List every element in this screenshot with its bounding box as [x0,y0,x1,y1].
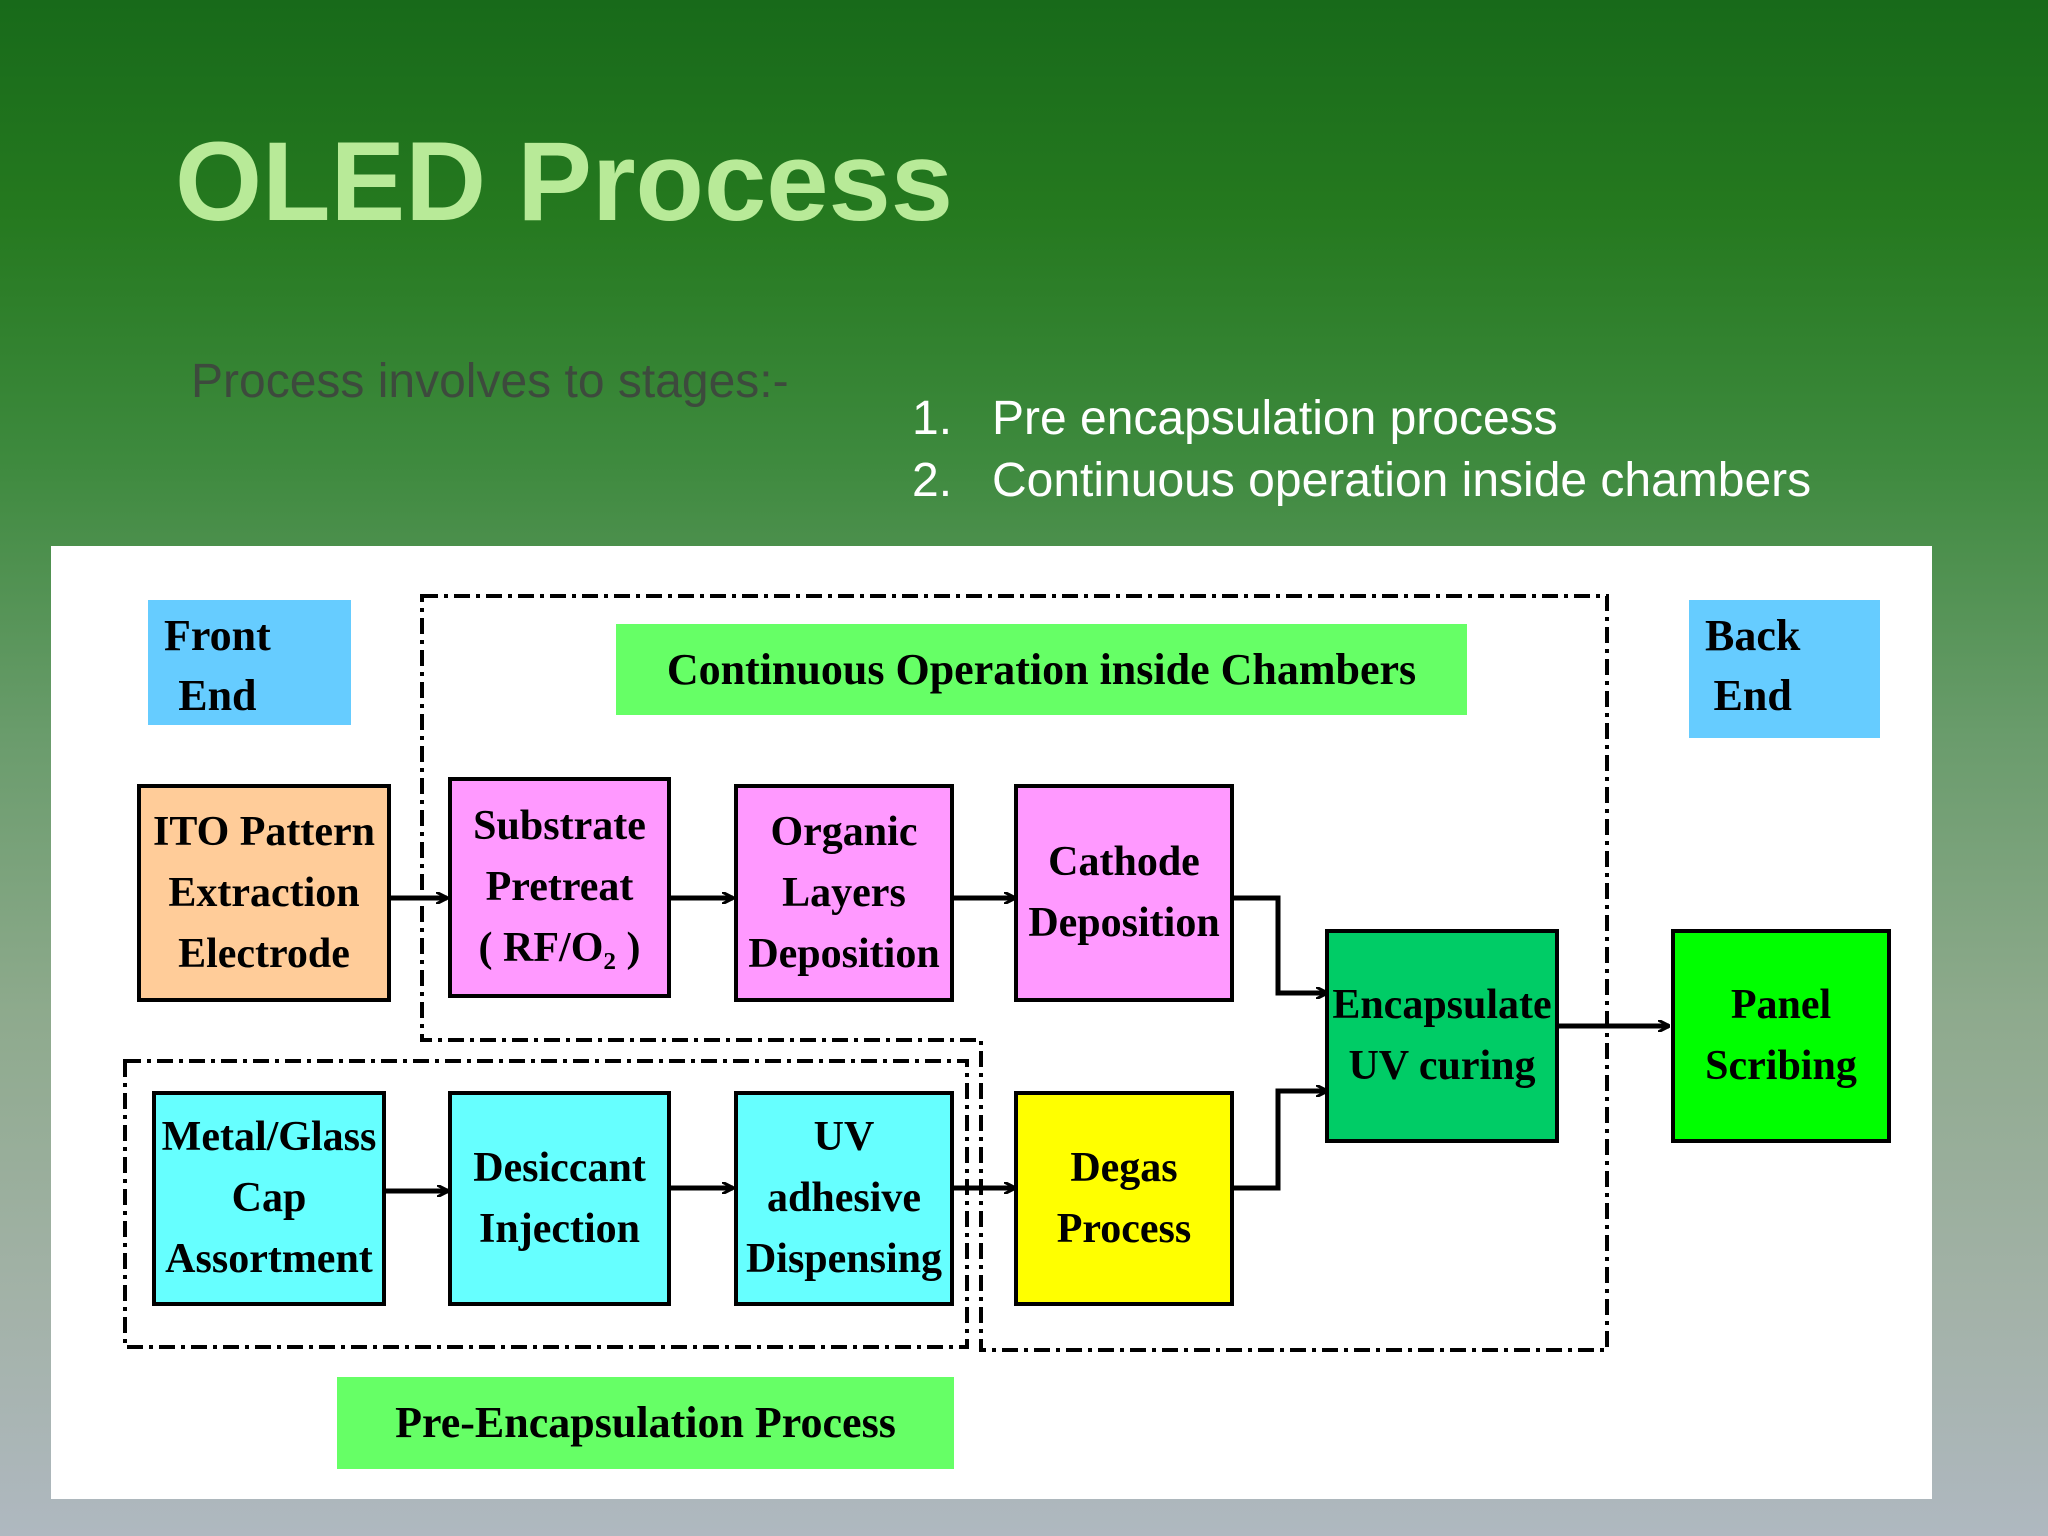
degas-process-box: Degas Process [1014,1091,1234,1306]
stage-number: 1. [912,392,953,445]
process-diagram: Front End Back End Continuous Operation … [51,546,1932,1499]
stage-text: Continuous operation inside chambers [992,454,1812,507]
organic-layers-box: Organic Layers Deposition [734,784,954,1002]
desiccant-injection-box: Desiccant Injection [448,1091,671,1306]
arrow-cathode-to-encapsulate [1232,895,1327,993]
stage-item: 2. Continuous operation inside chambers [912,450,1811,512]
cathode-deposition-box: Cathode Deposition [1014,784,1234,1002]
stages-list: 1. Pre encapsulation process 2. Continuous… [912,388,1811,512]
stage-text: Pre encapsulation process [992,392,1558,445]
diagram-connectors [123,594,1932,1352]
intro-text: Process involves to stages:- [191,355,789,408]
stage-item: 1. Pre encapsulation process [912,388,1811,450]
slide-title: OLED Process [175,119,954,244]
arrow-degas-to-encapsulate [1232,1091,1327,1191]
substrate-pretreat-box: Substrate Pretreat ( RF/O₂ ) [448,777,671,998]
encapsulate-box: Encapsulate UV curing [1325,929,1559,1143]
front-end-label: Front End [148,600,351,725]
continuous-operation-label: Continuous Operation inside Chambers [616,624,1467,715]
panel-scribing-box: Panel Scribing [1671,929,1891,1143]
continuous-region-border [420,594,1609,1352]
pre-encapsulation-region-border [123,1059,969,1349]
ito-pattern-box: ITO Pattern Extraction Electrode [137,784,391,1002]
pre-encapsulation-label: Pre-Encapsulation Process [337,1377,954,1469]
uv-adhesive-box: UV adhesive Dispensing [734,1091,954,1306]
back-end-label: Back End [1689,600,1880,738]
stage-number: 2. [912,454,953,507]
metal-glass-cap-box: Metal/Glass Cap Assortment [152,1091,386,1306]
